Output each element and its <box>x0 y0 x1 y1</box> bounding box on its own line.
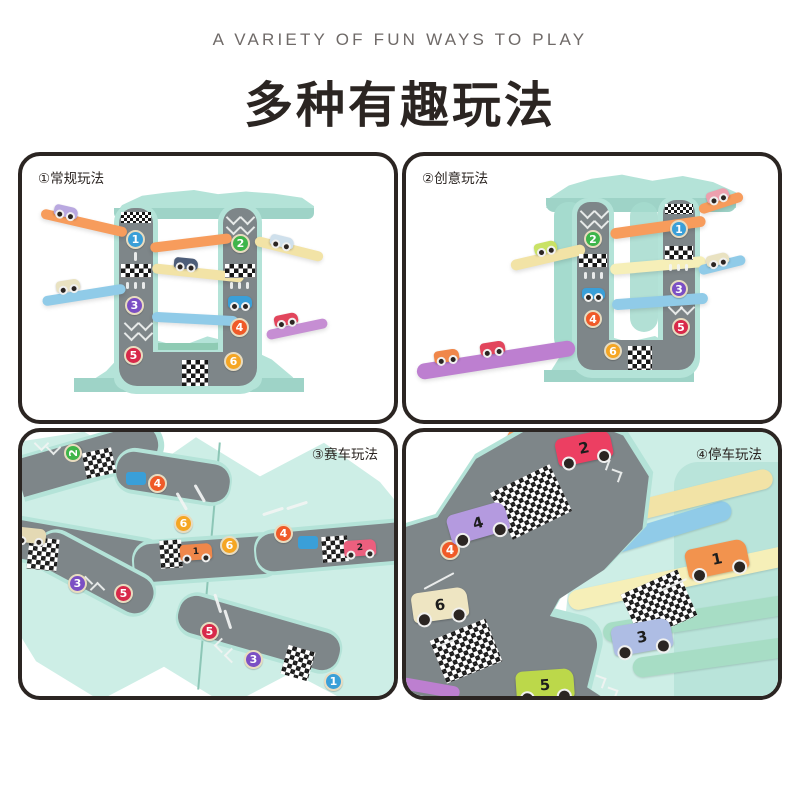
lane-dash <box>246 282 249 289</box>
car-orange <box>433 348 460 367</box>
badge-4: 4 <box>440 540 460 560</box>
badge-2: 2 <box>64 444 82 462</box>
badge-6: 6 <box>174 514 193 533</box>
panel-racing-label: ③赛车玩法 <box>311 447 378 463</box>
checker-start-right <box>665 204 693 214</box>
panel-creative[interactable]: ②创意玩法 2 <box>402 152 782 424</box>
panel-creative-label: ②创意玩法 <box>422 171 489 187</box>
badge-5: 5 <box>114 584 133 603</box>
badge-5b: 5 <box>200 622 219 641</box>
lane-dash <box>230 282 233 289</box>
play-modes-grid: ①常规玩法 1 <box>18 152 782 732</box>
car-orange: 1 <box>179 542 213 564</box>
panel-parking-scene: 2 4 4 1 6 <box>406 432 778 696</box>
car-red <box>479 340 506 359</box>
checker-right-mid <box>225 264 255 278</box>
lane-dash <box>134 282 137 289</box>
panel-racing-scene: 2 4 6 6 4 3 5 5 3 1 <box>22 432 394 696</box>
checker-bottom <box>182 360 208 386</box>
car-red <box>273 311 299 330</box>
panel-regular[interactable]: ①常规玩法 1 <box>18 152 398 424</box>
lane-dash <box>126 282 129 289</box>
badge-1: 1 <box>670 220 688 238</box>
badge-4: 4 <box>230 318 249 337</box>
car-pink: 2 <box>343 538 377 560</box>
toy-mountain-top-shade <box>114 208 314 219</box>
car-cream <box>269 233 295 253</box>
eyebrow-tagline: A VARIETY OF FUN WAYS TO PLAY <box>212 30 588 49</box>
car-navy <box>173 256 199 273</box>
car-blue <box>582 288 605 302</box>
car-6-cream: 6 <box>410 586 470 629</box>
badge-1: 1 <box>126 230 145 249</box>
badge-1: 1 <box>324 672 343 691</box>
panel-parking-label: ④停车玩法 <box>695 447 762 463</box>
lane-dash <box>134 252 137 261</box>
badge-3: 3 <box>68 574 87 593</box>
car-green <box>533 239 558 258</box>
checker-left-mid <box>579 254 607 268</box>
panel-parking[interactable]: ④停车玩法 <box>402 428 782 700</box>
badge-2: 2 <box>584 230 602 248</box>
lane-dash <box>685 264 688 271</box>
page-title: 多种有趣玩法 <box>243 77 556 134</box>
checker-left-mid <box>121 264 151 278</box>
checker-right-mid <box>665 246 693 260</box>
badge-4b: 4 <box>274 524 293 543</box>
car-blue <box>228 296 252 311</box>
panel-regular-scene: 1 3 5 2 4 6 <box>22 156 394 420</box>
panel-creative-scene: 2 4 6 1 3 5 <box>406 156 778 420</box>
badge-2: 2 <box>231 234 250 253</box>
panel-racing[interactable]: ③赛车玩法 <box>18 428 398 700</box>
lane-dash <box>600 272 603 279</box>
badge-6b: 6 <box>220 536 239 555</box>
checker-bottom <box>628 346 652 370</box>
checker-start-left <box>121 212 151 223</box>
lane-dash <box>592 272 595 279</box>
badge-3b: 3 <box>244 650 263 669</box>
car-purple <box>53 203 79 223</box>
badge-6: 6 <box>604 342 622 360</box>
lane-dash <box>238 282 241 289</box>
car-badge-blue <box>126 472 146 485</box>
badge-4: 4 <box>584 310 602 328</box>
car-cream <box>705 251 730 271</box>
badge-6: 6 <box>224 352 243 371</box>
badge-4: 4 <box>148 474 167 493</box>
car-5-green: 5 <box>515 668 575 696</box>
panel-regular-label: ①常规玩法 <box>38 171 105 187</box>
car-lilac <box>55 278 81 296</box>
badge-3: 3 <box>125 296 144 315</box>
badge-5: 5 <box>124 346 143 365</box>
lane-dash <box>677 264 680 271</box>
lane-dash <box>584 272 587 279</box>
car-cream <box>22 526 47 548</box>
page-header: A VARIETY OF FUN WAYS TO PLAY 多种有趣玩法 <box>0 0 800 137</box>
ramp-green-bottom <box>134 324 240 350</box>
badge-3: 3 <box>670 280 688 298</box>
car-badge-blue-2 <box>298 536 318 549</box>
lane-dash <box>669 264 672 271</box>
chevron-icon <box>604 686 619 696</box>
badge-5: 5 <box>672 318 690 336</box>
lane-dash <box>142 282 145 289</box>
